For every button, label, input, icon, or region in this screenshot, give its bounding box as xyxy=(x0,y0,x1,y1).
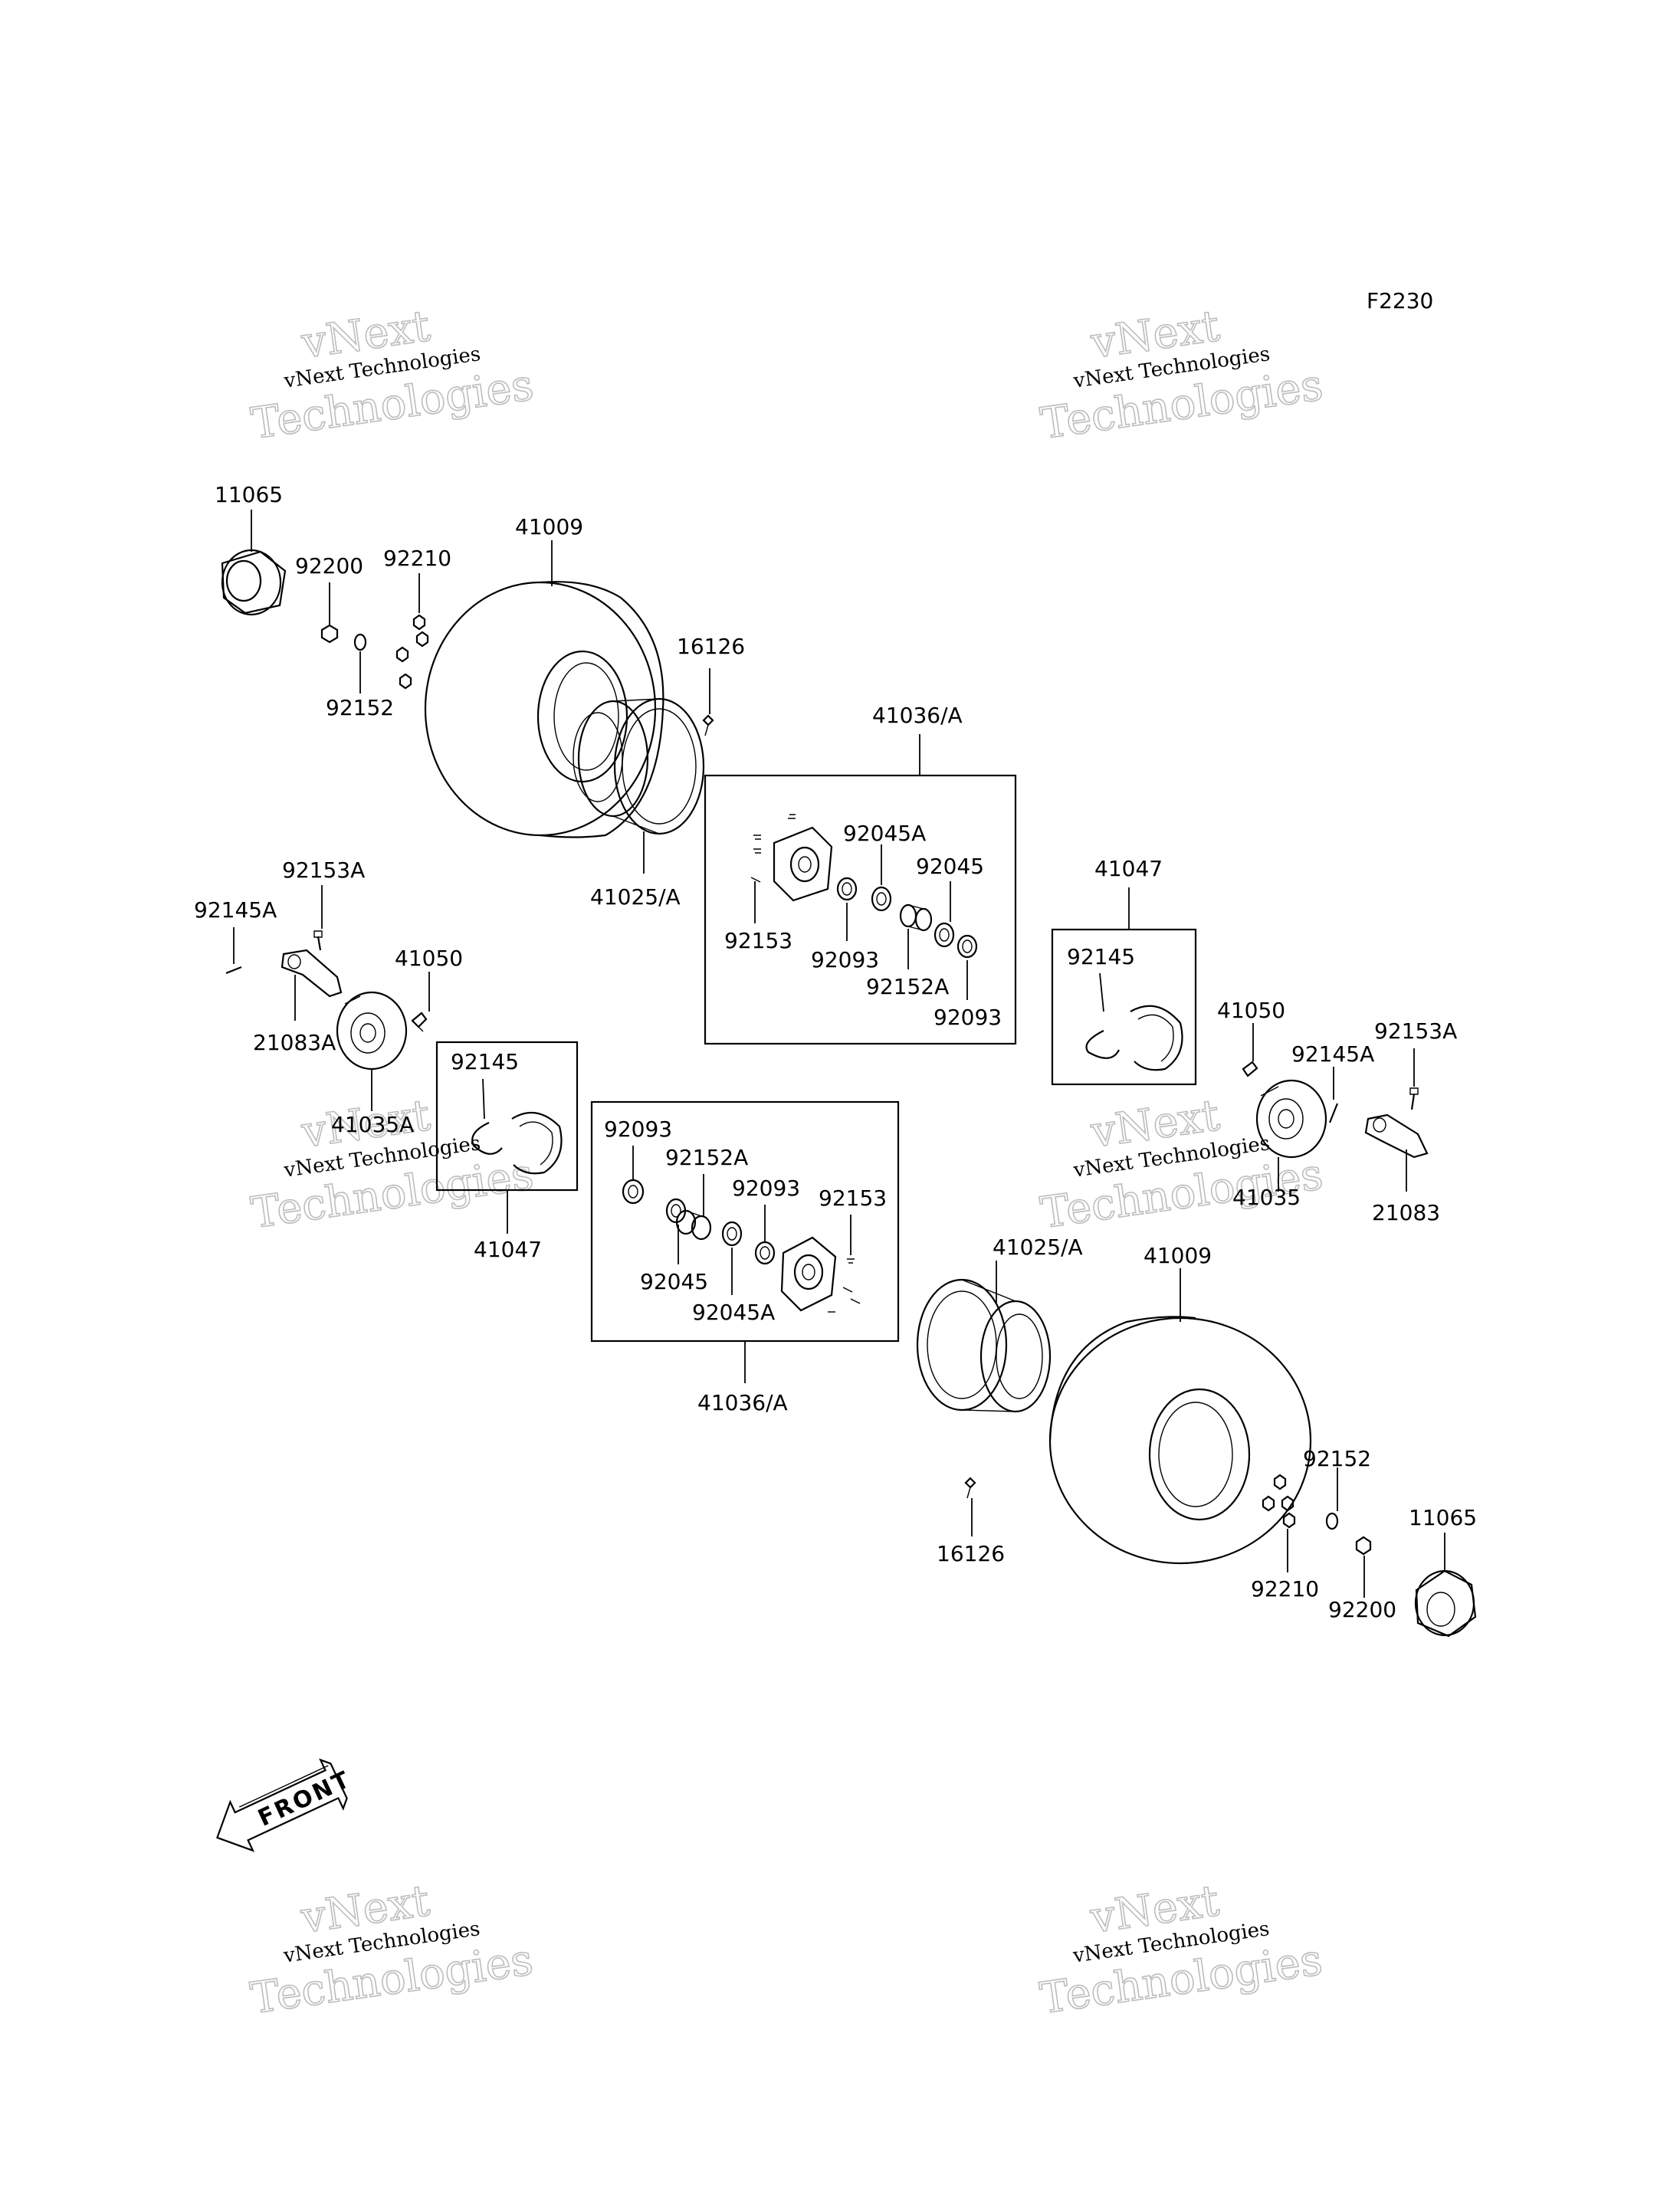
label-92153-top: 92153 xyxy=(724,928,792,953)
front-arrow-icon: FRONT xyxy=(216,1758,356,1852)
valve-16126-left xyxy=(702,714,714,736)
brake-panel-41035A xyxy=(336,991,408,1071)
watermark-top-left: vNext vNext Technologies Technologies xyxy=(248,300,537,450)
washer-92200-left xyxy=(320,624,339,644)
washer-92200-right xyxy=(1355,1536,1372,1556)
watermark-mid-left: vNext vNext Technologies Technologies xyxy=(248,1090,537,1239)
watermark-bottom-right: vNext vNext Technologies Technologies xyxy=(1036,1875,1326,2025)
label-41036-a-bottom: 41036/A xyxy=(697,1390,788,1415)
front-label: FRONT xyxy=(254,1766,355,1832)
label-92045-bottom: 92045 xyxy=(640,1269,708,1294)
hub-cap-right xyxy=(1414,1569,1477,1638)
label-41050-left: 41050 xyxy=(395,946,463,971)
valve-16126-right xyxy=(964,1477,976,1499)
rim-41025-right xyxy=(916,1278,1052,1413)
bearing-92045A-bottom xyxy=(721,1221,743,1247)
bearing-92045A-top xyxy=(871,886,892,912)
label-92045A-bottom: 92045A xyxy=(692,1300,775,1325)
hub-box-top xyxy=(704,774,1017,1045)
label-92152A-bottom: 92152A xyxy=(665,1145,748,1170)
hub-flange-bottom xyxy=(780,1236,837,1312)
rim-41025-left xyxy=(573,697,705,835)
label-16126-right: 16126 xyxy=(937,1541,1005,1566)
label-92210: 92210 xyxy=(383,546,451,571)
spacer-92152A-bottom xyxy=(675,1209,712,1241)
label-92045-top: 92045 xyxy=(916,854,984,879)
label-11065: 11065 xyxy=(215,482,283,507)
seal-92093-top-a xyxy=(836,877,858,901)
tire-41009-right xyxy=(1048,1316,1312,1565)
shoe-box-right xyxy=(1051,928,1197,1086)
hub-flange-top xyxy=(773,826,833,902)
watermark-bottom-left: vNext vNext Technologies Technologies xyxy=(247,1875,536,2025)
label-11065-right: 11065 xyxy=(1409,1505,1477,1530)
label-92152A-top: 92152A xyxy=(866,974,949,999)
label-92152: 92152 xyxy=(326,695,394,720)
bolt-92153A-right xyxy=(1409,1087,1419,1110)
label-92152-right: 92152 xyxy=(1303,1446,1371,1471)
label-92093-bottom-a: 92093 xyxy=(604,1117,672,1142)
label-92145A-left: 92145A xyxy=(194,897,277,923)
watermark-mid-right: vNext vNext Technologies Technologies xyxy=(1037,1090,1327,1239)
label-41009-right: 41009 xyxy=(1144,1243,1212,1268)
label-92200: 92200 xyxy=(295,553,363,579)
label-41050-right: 41050 xyxy=(1217,998,1285,1023)
bolts-92153-bottom xyxy=(828,1258,861,1313)
label-92093-top-a: 92093 xyxy=(811,947,879,972)
nuts-92210-right xyxy=(1262,1474,1296,1529)
bolts-92153-top xyxy=(750,814,796,883)
label-92153A-right: 92153A xyxy=(1374,1018,1457,1044)
indicator-41050-right xyxy=(1242,1061,1258,1077)
label-92200-right: 92200 xyxy=(1328,1597,1396,1622)
cam-lever-21083 xyxy=(1364,1113,1429,1159)
label-41047-right: 41047 xyxy=(1094,856,1163,881)
label-16126: 16126 xyxy=(677,634,745,659)
seal-92093-bottom-b xyxy=(754,1241,776,1265)
diagram-code: F2230 xyxy=(1367,288,1433,313)
bearing-92045-bottom xyxy=(665,1198,687,1224)
label-92153-bottom: 92153 xyxy=(819,1185,887,1211)
stud-92152-left xyxy=(353,633,367,651)
label-41035A: 41035A xyxy=(331,1112,414,1137)
label-92045A-top: 92045A xyxy=(843,821,926,846)
tire-41009-left xyxy=(424,581,664,838)
label-92145-left: 92145 xyxy=(451,1049,519,1074)
label-41025-a-bottom: 41025/A xyxy=(993,1235,1083,1260)
hub-cap-left xyxy=(221,549,287,616)
label-41036-a-top: 41036/A xyxy=(872,703,963,728)
label-41035: 41035 xyxy=(1232,1185,1301,1210)
seal-92093-top-b xyxy=(956,934,978,959)
watermark-top-right: vNext vNext Technologies Technologies xyxy=(1037,300,1327,450)
brake-panel-41035 xyxy=(1255,1079,1327,1159)
label-21083: 21083 xyxy=(1372,1200,1440,1225)
bolt-92153A-left xyxy=(313,930,323,951)
spacer-92152A-top xyxy=(899,903,933,932)
label-92093-top-b: 92093 xyxy=(934,1005,1002,1030)
label-92145A-right: 92145A xyxy=(1291,1041,1374,1067)
label-92210-right: 92210 xyxy=(1251,1576,1319,1602)
label-41009: 41009 xyxy=(515,514,583,539)
indicator-41050-left xyxy=(411,1012,428,1032)
label-21083A: 21083A xyxy=(253,1030,336,1055)
cam-lever-21083A xyxy=(281,949,343,998)
label-41047-left: 41047 xyxy=(474,1237,542,1262)
bearing-92045-top xyxy=(934,922,955,948)
pin-92145A-right xyxy=(1328,1103,1339,1123)
label-92153A-left: 92153A xyxy=(282,857,365,883)
label-92093-bottom-b: 92093 xyxy=(732,1176,800,1201)
nuts-92210-left xyxy=(395,614,429,690)
brake-shoe-right xyxy=(1130,1005,1183,1071)
brake-shoe-left xyxy=(511,1111,563,1175)
pin-92145A-left xyxy=(225,966,242,975)
stud-92152-right xyxy=(1325,1512,1339,1530)
label-92145-right: 92145 xyxy=(1067,944,1135,969)
spring-92145-left xyxy=(471,1122,503,1155)
label-41025-a-top: 41025/A xyxy=(590,884,681,910)
spring-92145-right xyxy=(1085,1030,1120,1059)
seal-92093-bottom-a xyxy=(622,1179,645,1205)
